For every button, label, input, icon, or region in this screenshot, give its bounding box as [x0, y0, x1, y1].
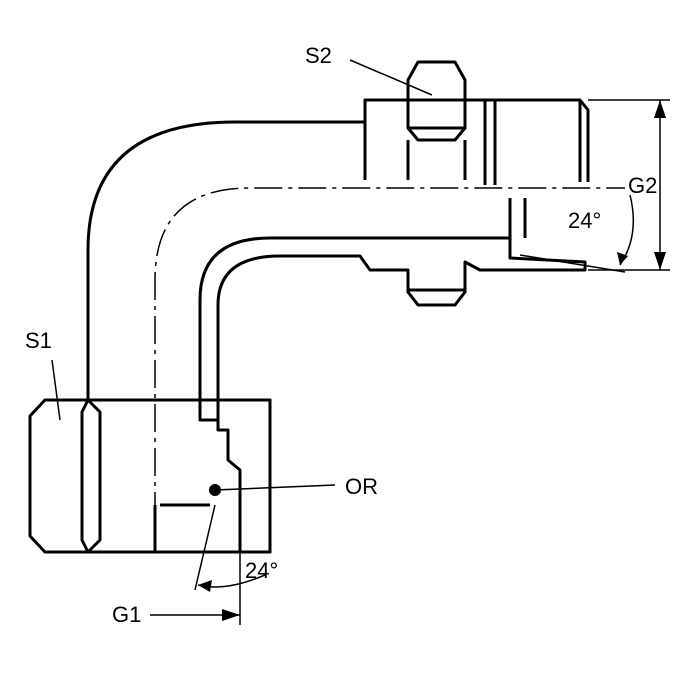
- or-label: OR: [345, 474, 378, 499]
- tube-outer-contour: [86, 120, 365, 400]
- g1-label: G1: [112, 602, 142, 627]
- angle-bottom-label: 24°: [245, 558, 279, 583]
- s2-label: S2: [305, 43, 332, 68]
- g2-label: G2: [628, 173, 658, 198]
- s1-nut-section: [216, 398, 272, 554]
- s2-hex-nut: [406, 60, 467, 130]
- body-flange: [363, 98, 487, 185]
- thread-end: [485, 98, 590, 185]
- angle-top-label: 24°: [568, 208, 602, 233]
- s1-hex-nut: [28, 398, 272, 554]
- s2-hex-nut-lower: [406, 270, 467, 307]
- s1-label: S1: [25, 328, 52, 353]
- tube-wall-section: [198, 236, 587, 422]
- centerline: [154, 187, 625, 520]
